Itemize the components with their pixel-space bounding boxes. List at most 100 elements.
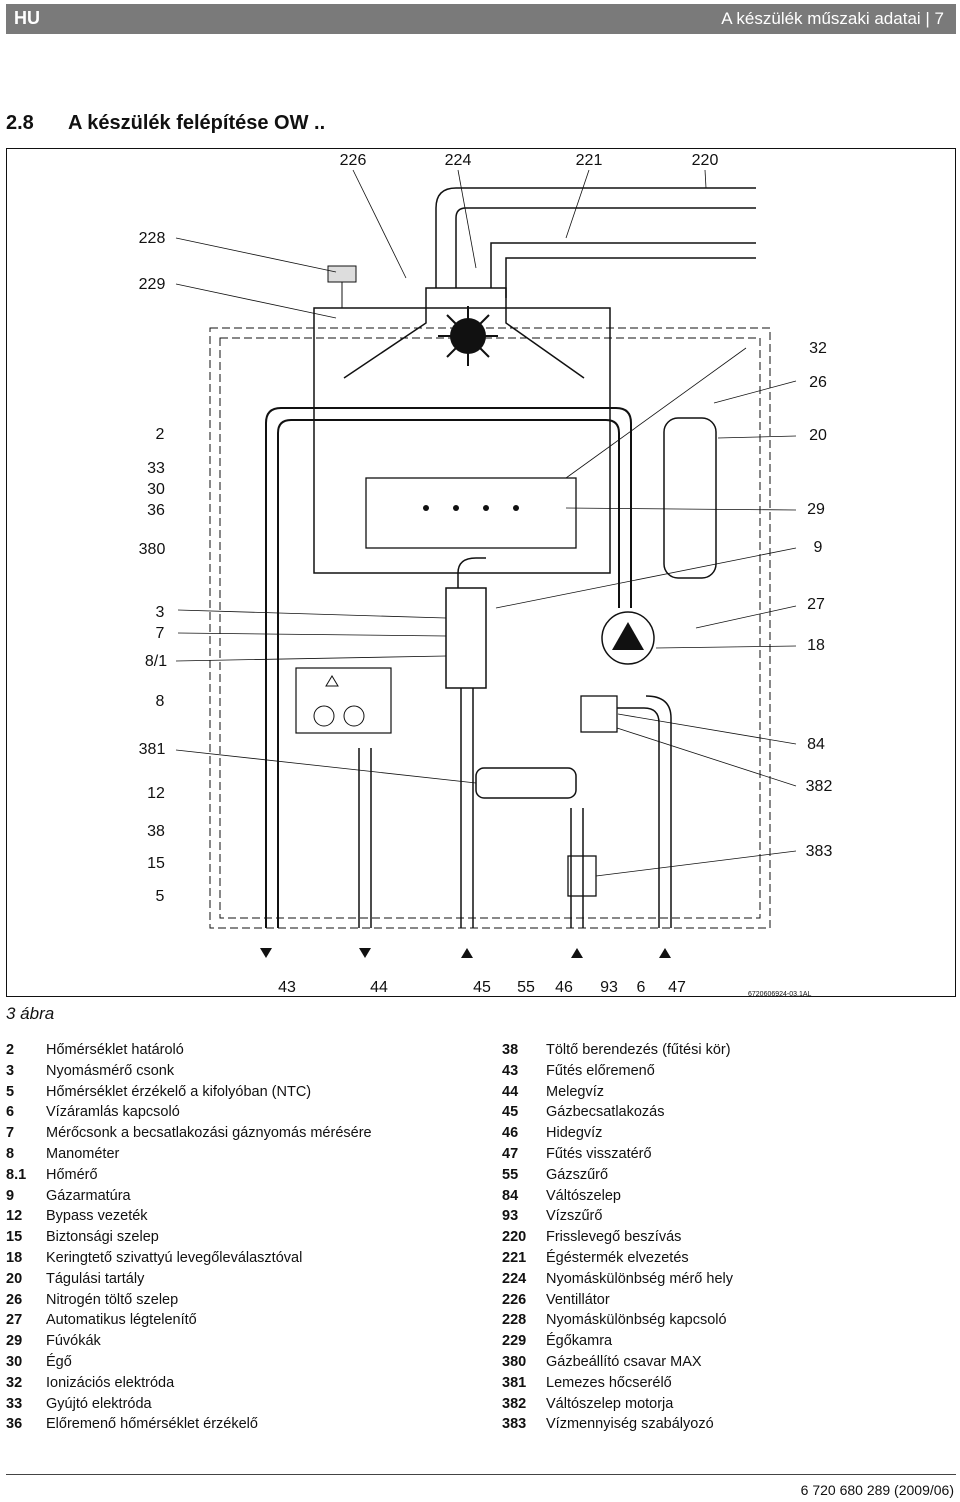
legend-text: Fűtés visszatérő xyxy=(546,1145,652,1162)
label-229: 229 xyxy=(139,276,166,293)
legend-item: 5 Hőmérséklet érzékelő a kifolyóban (NTC) xyxy=(6,1082,476,1103)
legend-text: Vízáramlás kapcsoló xyxy=(46,1104,180,1121)
label-6: 6 xyxy=(637,979,646,996)
control-panel xyxy=(295,667,392,734)
legend-code: 45 xyxy=(502,1104,519,1121)
legend-text: Bypass vezeték xyxy=(46,1208,148,1225)
label-36: 36 xyxy=(147,502,165,519)
legend-text: Hőmérséklet érzékelő a kifolyóban (NTC) xyxy=(46,1083,312,1100)
legend-text: Mérőcsonk a becsatlakozási gáznyomás mér… xyxy=(46,1125,372,1142)
label-220: 220 xyxy=(692,152,719,169)
label-45: 45 xyxy=(473,979,491,996)
legend-text: Gázbeállító csavar MAX xyxy=(546,1353,702,1370)
legend-text: Nyomáskülönbség mérő hely xyxy=(546,1270,733,1287)
legend-text: Égőkamra xyxy=(546,1333,613,1350)
label-12: 12 xyxy=(147,785,165,802)
page-header: HU A készülék műszaki adatai | 7 xyxy=(6,4,956,34)
label-381: 381 xyxy=(139,741,166,758)
expansion-vessel xyxy=(663,417,717,579)
legend-text: Hőmérő xyxy=(46,1166,98,1183)
legend-text: Váltószelep xyxy=(546,1187,621,1204)
legend-text: Gázszűrő xyxy=(546,1166,609,1183)
legend-text: Ionizációs elektróda xyxy=(46,1374,175,1391)
legend-code: 20 xyxy=(6,1270,23,1287)
casing-inner xyxy=(219,337,761,919)
label-380: 380 xyxy=(139,541,166,558)
legend-text: Hidegvíz xyxy=(546,1125,603,1142)
legend-code: 30 xyxy=(6,1353,23,1370)
heat-exchanger-pipe xyxy=(265,407,632,928)
legend-code: 5 xyxy=(6,1083,15,1100)
label-43: 43 xyxy=(278,979,296,996)
plate-heat-exchanger xyxy=(475,767,577,799)
legend-code: 46 xyxy=(502,1125,519,1142)
label-32: 32 xyxy=(809,340,827,357)
label-382: 382 xyxy=(806,778,833,795)
legend-item: 220 Frisslevegő beszívás xyxy=(502,1227,952,1248)
label-221: 221 xyxy=(576,152,603,169)
label-26: 26 xyxy=(809,374,827,391)
diverter-valve xyxy=(580,695,618,733)
legend-code: 12 xyxy=(6,1208,23,1225)
legend-code: 47 xyxy=(502,1145,519,1162)
legend-code: 229 xyxy=(502,1333,527,1350)
figure-caption: 3 ábra xyxy=(6,1004,55,1023)
legend-text: Lemezes hőcserélő xyxy=(546,1374,672,1391)
legend-text: Égő xyxy=(46,1353,72,1370)
label-228: 228 xyxy=(139,230,166,247)
section-number: 2.8 xyxy=(6,112,34,134)
legend-text: Váltószelep motorja xyxy=(546,1395,674,1412)
legend-code: 15 xyxy=(6,1229,23,1246)
label-15: 15 xyxy=(147,855,165,872)
label-20: 20 xyxy=(809,427,827,444)
label-30: 30 xyxy=(147,481,165,498)
legend-text: Töltő berendezés (fűtési kör) xyxy=(546,1042,731,1058)
flue-pipe-inner xyxy=(455,207,756,288)
legend-text: Fűtés előremenő xyxy=(546,1062,655,1079)
legend-code: 8 xyxy=(6,1145,15,1162)
legend-code: 382 xyxy=(502,1395,527,1412)
label-8-1: 8/1 xyxy=(145,653,167,670)
label-46: 46 xyxy=(555,979,573,996)
page-title: A készülék műszaki adatai | 7 xyxy=(721,9,944,28)
label-33: 33 xyxy=(147,460,165,477)
legend-code: 221 xyxy=(502,1249,527,1266)
legend-text: Gázbecsatlakozás xyxy=(546,1104,665,1121)
legend-code: 3 xyxy=(6,1062,15,1079)
label-5: 5 xyxy=(156,888,165,905)
legend-text: Frisslevegő beszívás xyxy=(546,1229,682,1246)
legend-code: 29 xyxy=(6,1333,23,1350)
legend-code: 220 xyxy=(502,1229,527,1246)
pump-icon xyxy=(601,611,655,665)
language-tag: HU xyxy=(14,8,40,28)
burner-nozzles xyxy=(423,505,519,511)
legend-code: 2 xyxy=(6,1042,15,1058)
legend-text: Automatikus légtelenítő xyxy=(46,1312,197,1329)
label-226: 226 xyxy=(340,152,367,169)
legend-item: 12 Bypass vezeték xyxy=(6,1206,476,1227)
flow-regulator xyxy=(567,855,597,897)
section-title: A készülék felépítése OW .. xyxy=(68,112,326,134)
legend-code: 9 xyxy=(6,1187,15,1204)
